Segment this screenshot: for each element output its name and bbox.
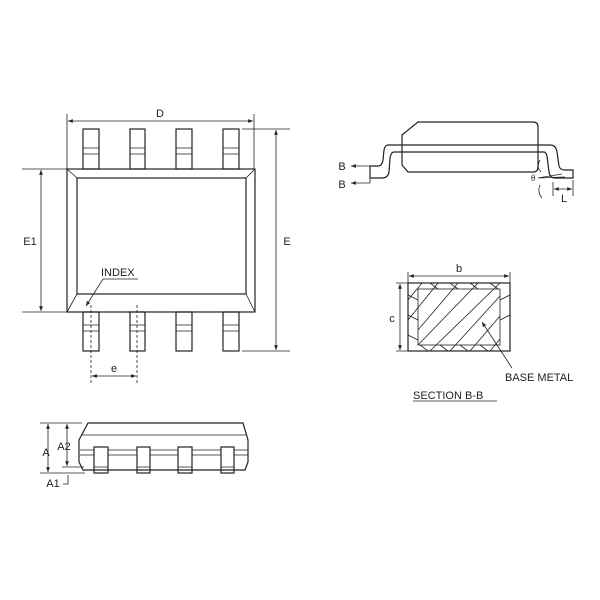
front-pins (93, 446, 235, 474)
dim-E-label: E (283, 236, 290, 248)
dim-L-label: L (561, 193, 567, 205)
top-pins (82, 128, 240, 170)
section-marker-B-lower: B (338, 179, 345, 191)
dim-A2-label: A2 (57, 441, 70, 453)
index-label: INDEX (101, 267, 135, 279)
dim-b-label: b (456, 263, 462, 275)
side-view: B B θ L (338, 121, 574, 205)
dim-A1-label: A1 (46, 478, 59, 490)
front-view: A A2 A1 (40, 422, 249, 490)
section-marker-B-upper: B (338, 161, 345, 173)
side-body (401, 121, 539, 173)
dim-c-label: c (389, 313, 395, 325)
base-metal-label: BASE METAL (505, 372, 573, 384)
hatch-pattern (408, 283, 510, 351)
front-body (78, 422, 249, 471)
dim-e-label: e (111, 363, 117, 375)
side-leads (369, 144, 574, 179)
section-title: SECTION B-B (413, 390, 483, 402)
dim-E1-label: E1 (23, 236, 36, 248)
dim-D-label: D (156, 108, 164, 120)
package-body (66, 168, 256, 313)
dim-A-label: A (42, 447, 50, 459)
angle-theta-label: θ (531, 173, 535, 183)
section-b-b: b c BASE METAL SECTION B-B (389, 263, 573, 402)
bottom-pins (82, 311, 240, 352)
top-view: D E E1 INDEX e (22, 108, 291, 384)
